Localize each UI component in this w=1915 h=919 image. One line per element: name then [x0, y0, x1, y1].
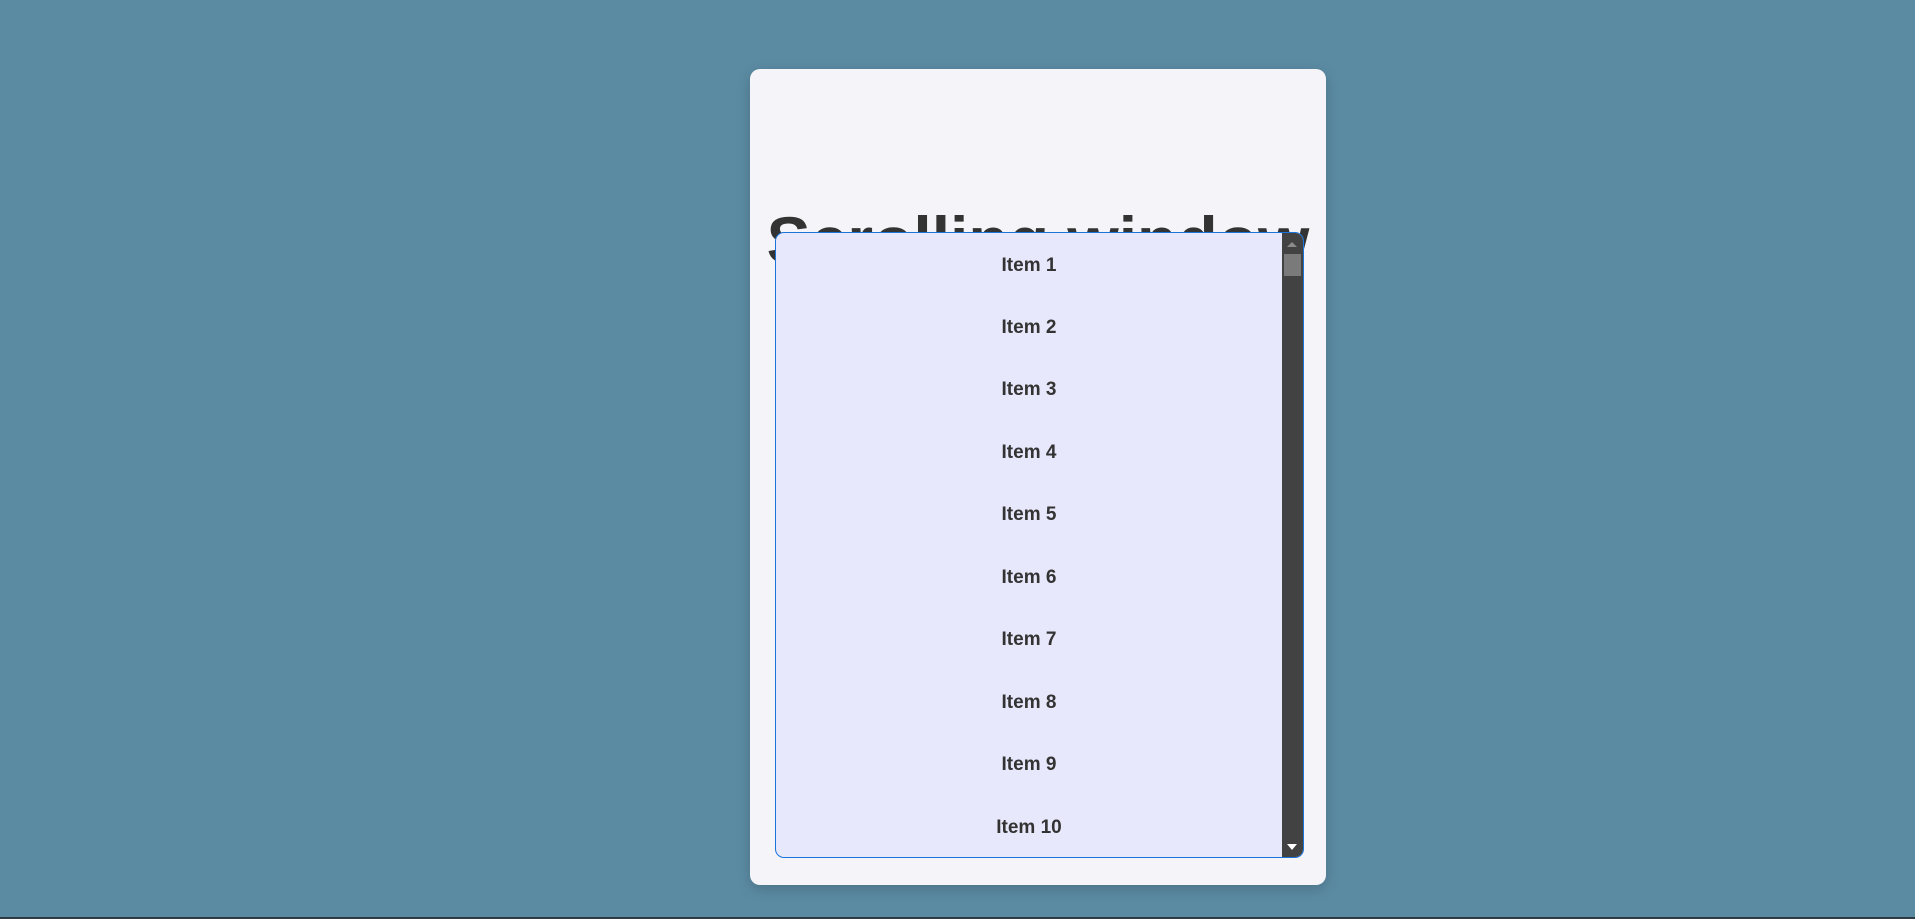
- items-list: Item 1 Item 2 Item 3 Item 4 Item 5 Item …: [776, 233, 1282, 857]
- list-item[interactable]: Item 4: [1001, 442, 1057, 463]
- scroll-thumb[interactable]: [1284, 254, 1301, 276]
- list-item[interactable]: Item 10: [996, 817, 1062, 838]
- triangle-down-icon[interactable]: [1287, 844, 1297, 850]
- list-item[interactable]: Item 6: [1001, 567, 1057, 588]
- list-item[interactable]: Item 7: [1001, 629, 1057, 650]
- list-item[interactable]: Item 1: [1001, 255, 1057, 276]
- list-item[interactable]: Item 2: [1001, 317, 1057, 338]
- scroll-window[interactable]: Item 1 Item 2 Item 3 Item 4 Item 5 Item …: [775, 232, 1304, 858]
- list-item[interactable]: Item 5: [1001, 504, 1057, 525]
- list-item[interactable]: Item 8: [1001, 692, 1057, 713]
- list-item[interactable]: Item 3: [1001, 379, 1057, 400]
- vertical-scrollbar[interactable]: [1282, 233, 1303, 857]
- list-item[interactable]: Item 9: [1001, 754, 1057, 775]
- triangle-up-icon[interactable]: [1287, 242, 1297, 247]
- scrolling-card: Scrolling window Item 1 Item 2 Item 3 It…: [750, 69, 1326, 885]
